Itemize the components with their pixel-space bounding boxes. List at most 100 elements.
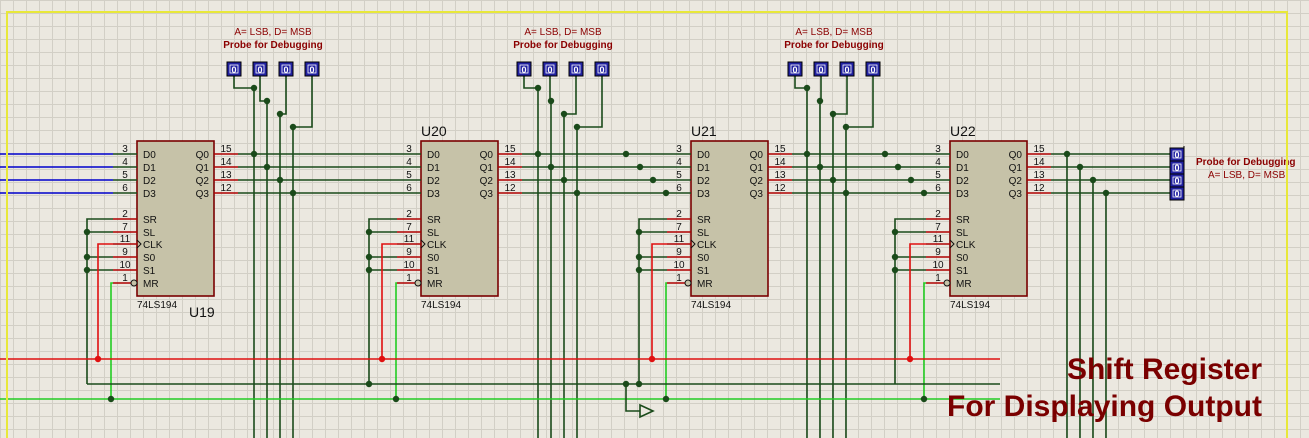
probe-value: 0 [1174, 189, 1179, 199]
pin-number: 6 [406, 183, 412, 194]
pin-number: 6 [122, 183, 128, 194]
pin-name: S1 [143, 266, 156, 277]
pin-number: 2 [676, 209, 682, 220]
probe-value: 0 [1174, 176, 1179, 186]
part-number: 74LS194 [691, 300, 731, 311]
junction-dot [365, 228, 373, 236]
pin-name: D3 [697, 189, 710, 200]
inverter-bubble [943, 279, 951, 287]
chip-reference: U22 [950, 123, 976, 139]
pin-name: D0 [956, 150, 969, 161]
inverter-bubble [414, 279, 422, 287]
pin-number: 1 [122, 273, 128, 284]
clock-wire [97, 243, 113, 359]
pin-name: D0 [427, 150, 440, 161]
pin-number: 13 [220, 170, 232, 181]
chip-reference: U20 [421, 123, 447, 139]
pin-number: 4 [676, 157, 682, 168]
probe-cell-frame [519, 64, 529, 74]
pin-name: CLK [697, 240, 717, 251]
junction-dot [250, 84, 258, 92]
pin-number: 12 [774, 183, 786, 194]
chip-u21: 3D04D15D26D32SR7SL11CLK9S010S11MR15Q014Q… [667, 123, 792, 311]
clock-edge-marker [420, 239, 426, 249]
probe-cell-frame [790, 64, 800, 74]
junction-dot [365, 380, 373, 388]
junction-dot [365, 253, 373, 261]
pin-name: D0 [143, 150, 156, 161]
pin-number: 1 [676, 273, 682, 284]
clock-edge-marker [949, 239, 955, 249]
chip-u22: 3D04D15D26D32SR7SL11CLK9S010S11MR15Q014Q… [926, 123, 1051, 311]
pin-number: 10 [932, 260, 944, 271]
select-tie-wire [638, 218, 667, 384]
pin-name: SL [427, 228, 440, 239]
pin-number: 12 [220, 183, 232, 194]
pin-number: 1 [935, 273, 941, 284]
probe-cell [787, 61, 803, 77]
pin-number: 2 [122, 209, 128, 220]
probe-caption: Probe for Debugging [513, 40, 612, 51]
clock-wire [909, 243, 926, 359]
junction-dot [649, 176, 657, 184]
pin-number: 13 [774, 170, 786, 181]
pin-number: 7 [122, 222, 128, 233]
pin-number: 4 [122, 157, 128, 168]
pin-name: D3 [956, 189, 969, 200]
pin-name: SR [427, 215, 441, 226]
junction-dot [803, 84, 811, 92]
probe-value: 0 [844, 65, 849, 75]
pin-name: CLK [427, 240, 447, 251]
probe-cell [839, 61, 855, 77]
junction-dot [378, 355, 386, 363]
clock-wire [381, 243, 397, 359]
probe-cell-frame [1172, 163, 1182, 172]
wires-layer [0, 76, 1170, 438]
probe-cell-frame [1172, 189, 1182, 198]
junction-dot [1102, 189, 1110, 197]
chip-body [949, 140, 1028, 297]
pin-name: CLK [143, 240, 163, 251]
pin-number: 1 [406, 273, 412, 284]
part-number: 74LS194 [421, 300, 461, 311]
probe-value: 0 [818, 65, 823, 75]
probe-wire [279, 76, 287, 180]
probe-value: 0 [1174, 150, 1179, 160]
probe-wire [576, 76, 603, 193]
pin-number: 2 [406, 209, 412, 220]
pin-number: 10 [673, 260, 685, 271]
probe-value: 0 [573, 65, 578, 75]
junction-dot [842, 189, 850, 197]
probe-cell-frame [545, 64, 555, 74]
pin-number: 3 [676, 144, 682, 155]
chip-body [420, 140, 499, 297]
probe-cell-frame [597, 64, 607, 74]
pin-name: S1 [427, 266, 440, 277]
probe-caption: Probe for Debugging [1196, 157, 1295, 168]
pin-name: D2 [427, 176, 440, 187]
pin-name: S0 [956, 253, 969, 264]
pin-number: 15 [504, 144, 516, 155]
junction-dot [263, 97, 271, 105]
junction-dot [891, 266, 899, 274]
probe-cell-frame [1172, 150, 1182, 159]
probe-value: 0 [231, 65, 236, 75]
probe-caption: Probe for Debugging [223, 40, 322, 51]
junction-dot [635, 228, 643, 236]
probe-value: 0 [283, 65, 288, 75]
pin-name: D1 [697, 163, 710, 174]
pin-number: 5 [122, 170, 128, 181]
junction-dot [906, 355, 914, 363]
junction-dot [573, 189, 581, 197]
junction-dot [891, 228, 899, 236]
pin-name: S0 [427, 253, 440, 264]
junction-dot [392, 395, 400, 403]
title-line-2: For Displaying Output [947, 390, 1262, 423]
probe-value: 0 [521, 65, 526, 75]
junction-dot [107, 395, 115, 403]
junction-dot [816, 97, 824, 105]
pin-number: 11 [120, 234, 131, 245]
probe-wire [259, 76, 268, 167]
